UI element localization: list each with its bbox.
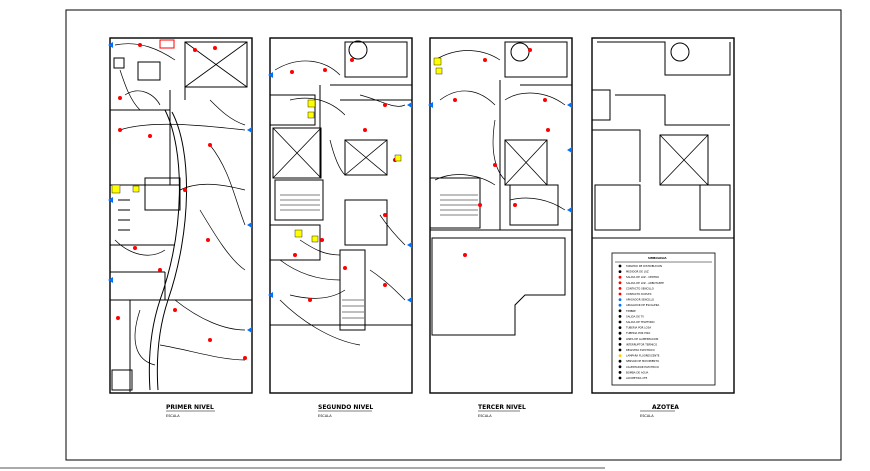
panel-title-tercer-nivel: TERCER NIVEL: [478, 404, 526, 411]
legend-item-label: MEDIDOR DE LUZ: [626, 270, 649, 274]
legend-symbol-icon: [618, 309, 622, 313]
sheet-border: [65, 9, 842, 461]
legend-item-label: REGISTRO ELECTRICO: [626, 348, 655, 352]
panel-segundo-nivel: SEGUNDO NIVEL ESCALA: [268, 37, 413, 418]
legend-item-label: LAMPARA FLUORESCENTE: [626, 354, 660, 358]
panel-tercer-nivel: TERCER NIVEL ESCALA: [428, 37, 573, 418]
panel-azotea: SIMBOLOGIA TABLERO DE DISTRIBUCION MEDIDO…: [591, 37, 735, 418]
legend-symbol-icon: [618, 371, 622, 374]
panel-subtitle-tercer-nivel: ESCALA: [478, 414, 492, 418]
legend-symbol-icon: [618, 298, 622, 301]
legend-item-label: BOMBA DE AGUA: [626, 370, 648, 374]
legend-item-label: SALIDA DE TELEFONO: [626, 320, 655, 324]
panel-subtitle-segundo-nivel: ESCALA: [318, 414, 332, 418]
panel-title-primer-nivel: PRIMER NIVEL: [166, 404, 214, 411]
legend-item-label: TIMBRE: [626, 309, 636, 313]
legend-symbol-icon: [618, 343, 622, 346]
legend-symbol-icon: [618, 281, 622, 285]
legend-symbol-icon: [618, 303, 622, 307]
panel-primer-nivel: PRIMER NIVEL ESCALA: [108, 37, 253, 418]
legend-box: SIMBOLOGIA TABLERO DE DISTRIBUCION MEDIDO…: [611, 252, 716, 386]
legend-symbol-icon: [618, 354, 622, 357]
legend-item-label: APAGADOR SENCILLO: [626, 298, 654, 302]
legend-item-label: ACOMETIDA CFE: [626, 376, 648, 380]
legend-symbol-icon: [618, 287, 622, 290]
panel-title-segundo-nivel: SEGUNDO NIVEL: [318, 404, 373, 411]
legend-item-label: APAGADOR DE ESCALERA: [626, 303, 659, 307]
legend-item-label: SALIDA DE LUZ - ARBOTANTE: [626, 281, 664, 285]
legend-item-label: CONTACTO SENCILLO: [626, 286, 654, 290]
legend-item-label: TUBERIA POR LOSA: [626, 326, 651, 330]
legend-symbol-icon: [618, 331, 622, 335]
panel-subtitle-azotea: ESCALA: [640, 414, 654, 418]
legend-item-label: LINEA DE ALIMENTACION: [626, 337, 658, 341]
legend-symbol-icon: [618, 359, 622, 363]
legend-symbol-icon: [618, 337, 622, 341]
legend-symbol-icon: [618, 270, 622, 273]
legend-item-label: TABLERO DE DISTRIBUCION: [626, 264, 662, 268]
legend-symbol-icon: [618, 315, 622, 318]
legend-symbol-icon: [618, 320, 622, 324]
panel-subtitle-primer-nivel: ESCALA: [166, 414, 180, 418]
panel-title-azotea: AZOTEA: [652, 404, 679, 411]
legend-item-label: SENSOR DE MOVIMIENTO: [626, 359, 659, 363]
legend-symbol-icon: [618, 264, 622, 268]
legend-symbol-icon: [618, 376, 622, 380]
legend-title: SIMBOLOGIA: [648, 256, 666, 260]
legend-item-label: TUBERIA POR PISO: [626, 331, 650, 335]
legend-symbol-icon: [618, 365, 622, 369]
legend-symbol-icon: [618, 275, 622, 279]
legend-symbol-icon: [618, 348, 622, 352]
legend-item-label: CONTACTO DUPLEX: [626, 292, 652, 296]
legend-item-label: SALIDA DE TV: [626, 314, 644, 318]
legend-item-label: INTERRUPTOR TERMICO: [626, 342, 657, 346]
legend-item-label: CALENTADOR ELECTRICO: [626, 365, 659, 369]
legend-symbol-icon: [618, 326, 622, 329]
legend-item-label: SALIDA DE LUZ - CENTRO: [626, 275, 659, 279]
legend-symbol-icon: [618, 292, 622, 296]
